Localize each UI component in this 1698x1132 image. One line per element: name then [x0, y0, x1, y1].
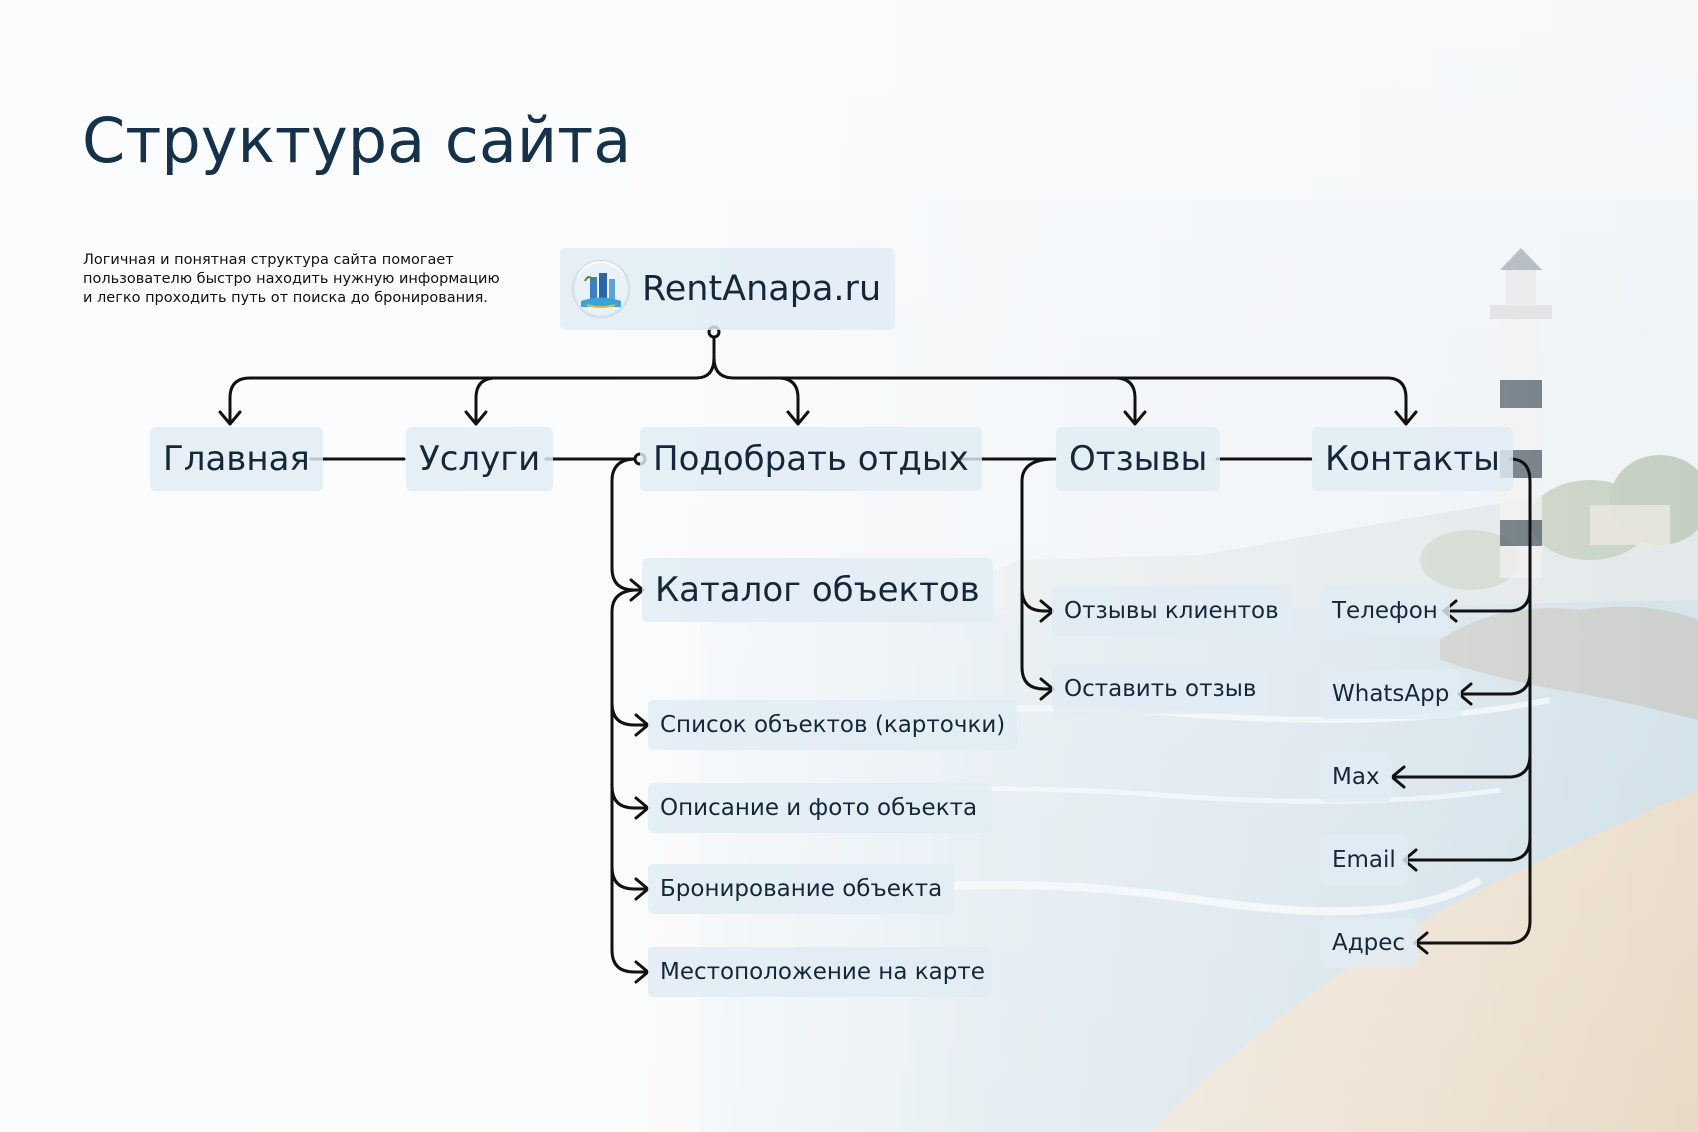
catalog-item-booking[interactable]: Бронирование объекта [648, 864, 955, 914]
contact-email[interactable]: Email [1320, 835, 1408, 885]
contact-label: Адрес [1332, 930, 1406, 956]
contact-max[interactable]: Max [1320, 752, 1392, 802]
catalog-label: Каталог объектов [655, 570, 980, 610]
contact-phone[interactable]: Телефон [1320, 586, 1450, 636]
reviews-item-clients[interactable]: Отзывы клиентов [1052, 586, 1291, 636]
intro-line: пользователю быстро находить нужную инфо… [83, 271, 500, 287]
catalog-item-description[interactable]: Описание и фото объекта [648, 783, 992, 833]
root-label: RentAnapa.ru [642, 269, 882, 309]
section-label: Подобрать отдых [653, 439, 969, 479]
section-label: Главная [163, 439, 310, 479]
intro-text: Логичная и понятная структура сайта помо… [83, 251, 523, 308]
rentanapa-logo-icon [572, 260, 630, 318]
section-label: Отзывы [1069, 439, 1208, 479]
section-home[interactable]: Главная [150, 427, 323, 491]
contact-label: Email [1332, 847, 1396, 873]
catalog-item-label: Список объектов (карточки) [660, 712, 1006, 738]
section-services[interactable]: Услуги [406, 427, 554, 491]
section-contacts[interactable]: Контакты [1312, 427, 1513, 491]
catalog-item-label: Бронирование объекта [660, 876, 943, 902]
contact-label: Телефон [1332, 598, 1438, 624]
section-choose-vacation[interactable]: Подобрать отдых [640, 427, 982, 491]
reviews-item-leave[interactable]: Оставить отзыв [1052, 664, 1269, 714]
intro-line: Логичная и понятная структура сайта помо… [83, 252, 454, 268]
catalog-node[interactable]: Каталог объектов [642, 558, 993, 622]
reviews-item-label: Отзывы клиентов [1064, 598, 1279, 624]
contact-label: Max [1332, 764, 1380, 790]
section-label: Услуги [419, 439, 541, 479]
catalog-item-label: Описание и фото объекта [660, 795, 978, 821]
contact-whatsapp[interactable]: WhatsApp [1320, 669, 1462, 719]
root-node[interactable]: RentAnapa.ru [560, 248, 896, 330]
page-title: Структура сайта [82, 104, 632, 177]
intro-line: и легко проходить путь от поиска до брон… [83, 290, 488, 306]
catalog-item-map[interactable]: Местоположение на карте [648, 947, 992, 997]
contact-label: WhatsApp [1332, 681, 1450, 707]
catalog-item-list[interactable]: Список объектов (карточки) [648, 700, 1018, 750]
section-reviews[interactable]: Отзывы [1056, 427, 1221, 491]
reviews-item-label: Оставить отзыв [1064, 676, 1257, 702]
contact-address[interactable]: Адрес [1320, 918, 1418, 968]
catalog-item-label: Местоположение на карте [660, 959, 985, 985]
section-label: Контакты [1325, 439, 1500, 479]
